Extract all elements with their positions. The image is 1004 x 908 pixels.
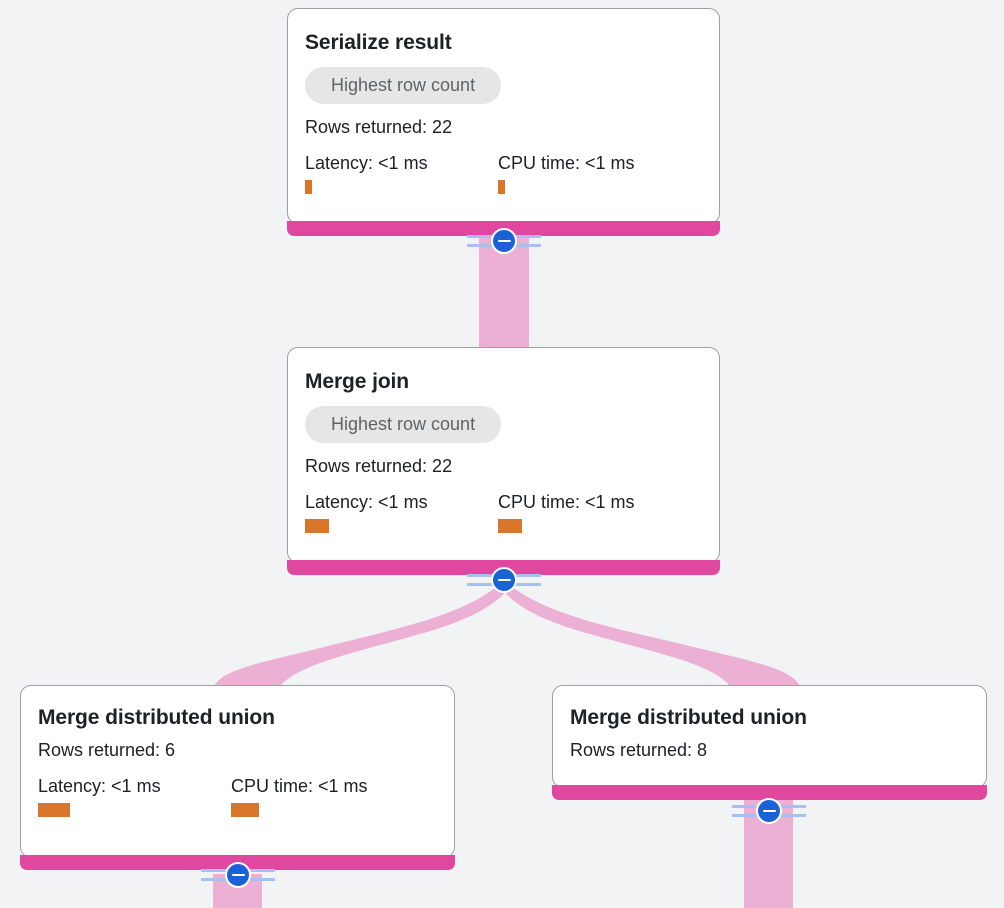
- collapse-toggle-merge-distributed-union-left[interactable]: [201, 862, 275, 888]
- metric-latency-bar: [38, 803, 70, 818]
- minus-glyph: [762, 809, 776, 813]
- highest-row-count-badge: Highest row count: [305, 67, 502, 105]
- metrics-row: Latency: <1 ms CPU time: <1 ms: [305, 153, 702, 195]
- minus-circle-icon[interactable]: [225, 862, 251, 888]
- metric-cpu-time-bar: [498, 519, 522, 534]
- node-title: Merge distributed union: [38, 706, 275, 729]
- node-body: Merge join Highest row count Rows return…: [288, 348, 719, 547]
- metrics-row: Latency: <1 ms CPU time: <1 ms: [305, 492, 702, 534]
- edge-mergejoin-to-left-union: [214, 580, 510, 686]
- collapse-toggle-merge-join[interactable]: [467, 567, 541, 593]
- plan-node-merge-distributed-union-right[interactable]: Merge distributed union Rows returned: 8: [552, 685, 987, 800]
- metric-latency-bar: [305, 180, 312, 195]
- minus-circle-icon[interactable]: [756, 798, 782, 824]
- metric-cpu-time: CPU time: <1 ms: [498, 492, 635, 534]
- minus-glyph: [497, 239, 511, 243]
- metric-cpu-time: CPU time: <1 ms: [498, 153, 635, 195]
- metric-latency-label: Latency: <1 ms: [38, 775, 161, 796]
- node-title: Merge join: [305, 370, 410, 393]
- minus-circle-icon[interactable]: [491, 228, 517, 254]
- metric-latency-bar: [305, 519, 329, 534]
- plan-node-merge-join[interactable]: Merge join Highest row count Rows return…: [287, 347, 720, 575]
- minus-glyph: [497, 578, 511, 582]
- metric-cpu-time-bar: [231, 803, 259, 818]
- metric-latency: Latency: <1 ms: [38, 776, 231, 818]
- node-title: Serialize result: [305, 31, 452, 54]
- plan-node-merge-distributed-union-left[interactable]: Merge distributed union Rows returned: 6…: [20, 685, 455, 870]
- metric-latency-label: Latency: <1 ms: [305, 491, 428, 512]
- metric-cpu-time: CPU time: <1 ms: [231, 776, 368, 818]
- metrics-row: Latency: <1 ms CPU time: <1 ms: [38, 776, 437, 818]
- metric-cpu-time-label: CPU time: <1 ms: [231, 775, 368, 796]
- node-title: Merge distributed union: [570, 706, 807, 729]
- metric-cpu-time-label: CPU time: <1 ms: [498, 491, 635, 512]
- rows-returned-label: Rows returned: 6: [38, 740, 176, 761]
- metric-cpu-time-bar: [498, 180, 505, 195]
- highest-row-count-badge: Highest row count: [305, 406, 502, 444]
- node-body: Merge distributed union Rows returned: 6…: [21, 686, 454, 831]
- metric-latency: Latency: <1 ms: [305, 153, 498, 195]
- rows-returned-label: Rows returned: 22: [305, 117, 453, 138]
- edge-mergejoin-to-right-union: [500, 580, 800, 686]
- metric-cpu-time-label: CPU time: <1 ms: [498, 152, 635, 173]
- metric-latency-label: Latency: <1 ms: [305, 152, 428, 173]
- minus-glyph: [231, 873, 245, 877]
- minus-circle-icon[interactable]: [491, 567, 517, 593]
- plan-node-serialize-result[interactable]: Serialize result Highest row count Rows …: [287, 8, 720, 236]
- rows-returned-label: Rows returned: 22: [305, 456, 453, 477]
- collapse-toggle-serialize-result[interactable]: [467, 228, 541, 254]
- node-accent-bar: [552, 785, 987, 800]
- collapse-toggle-merge-distributed-union-right[interactable]: [732, 798, 806, 824]
- node-body: Merge distributed union Rows returned: 8: [553, 686, 986, 776]
- rows-returned-label: Rows returned: 8: [570, 740, 708, 761]
- node-body: Serialize result Highest row count Rows …: [288, 9, 719, 208]
- metric-latency: Latency: <1 ms: [305, 492, 498, 534]
